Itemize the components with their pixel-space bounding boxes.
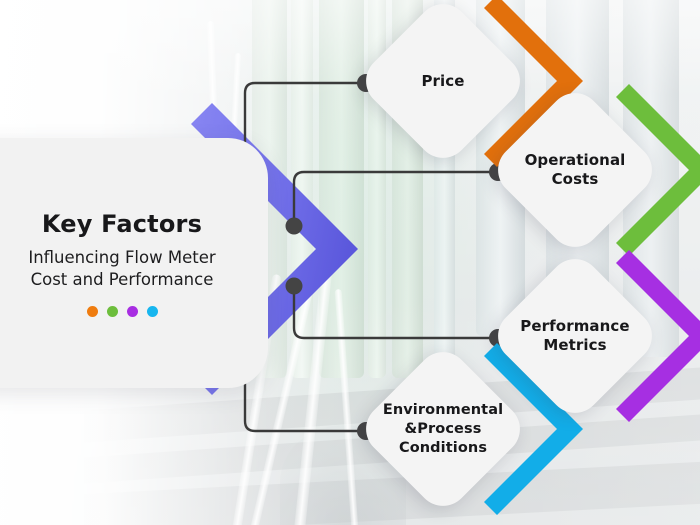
card-performance-metrics-line-1: Performance xyxy=(520,317,630,335)
connector-environmental-process-conditions xyxy=(243,335,368,433)
accent-chevron-environmental xyxy=(484,343,583,515)
connector-dot-hub-operational-costs xyxy=(285,217,303,235)
card-environmental-line-1: Environmental xyxy=(382,401,504,418)
connector-price xyxy=(243,81,368,176)
card-operational-costs-line-1: Operational xyxy=(524,151,626,169)
card-operational-costs-label: Operational Costs xyxy=(513,108,637,232)
card-performance-metrics-line-2: Metrics xyxy=(543,336,607,354)
card-operational-costs[interactable]: Operational Costs xyxy=(487,82,663,258)
hub-dot-cyan xyxy=(146,305,158,317)
hub-title: Key Factors xyxy=(41,209,203,238)
accent-chevron-operational-costs xyxy=(616,84,700,256)
card-environmental-process-conditions-label: Environmental &Process Conditions xyxy=(381,367,505,491)
card-price-line-1: Price xyxy=(421,71,465,90)
hub-dot-green xyxy=(106,305,118,317)
connector-paths xyxy=(243,81,500,433)
hub-card[interactable]: Key Factors Influencing Flow Meter Cost … xyxy=(0,138,268,388)
connector-operational-costs xyxy=(292,170,500,228)
card-performance-metrics[interactable]: Performance Metrics xyxy=(487,248,663,424)
connector-performance-metrics xyxy=(292,284,500,340)
hub-dot-orange xyxy=(86,305,98,317)
card-environmental-line-2: &Process xyxy=(404,420,482,437)
card-environmental-line-3: Conditions xyxy=(398,439,488,456)
hub-subtitle-line-1: Influencing Flow Meter xyxy=(28,247,216,267)
hub-dot-purple xyxy=(126,305,138,317)
card-operational-costs-line-2: Costs xyxy=(551,170,599,188)
card-performance-metrics-label: Performance Metrics xyxy=(513,274,637,398)
hub-subtitle-line-2: Cost and Performance xyxy=(30,269,214,289)
accent-chevron-price xyxy=(484,0,583,167)
hub-color-dots xyxy=(49,305,158,317)
accent-chevron-performance-metrics xyxy=(616,250,700,422)
connector-dot-hub-performance-metrics xyxy=(285,277,303,295)
card-price-label: Price xyxy=(381,19,505,143)
card-environmental-process-conditions[interactable]: Environmental &Process Conditions xyxy=(355,341,531,517)
hub-subtitle: Influencing Flow Meter Cost and Performa… xyxy=(0,247,216,291)
